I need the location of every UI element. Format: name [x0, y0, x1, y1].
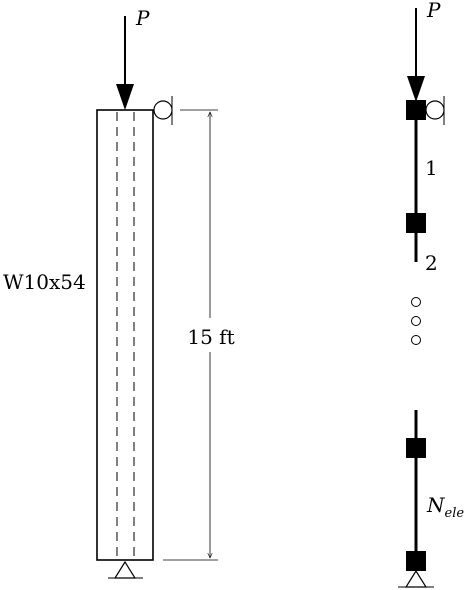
node-lower-1	[406, 438, 426, 458]
element-1-label: 1	[425, 156, 438, 180]
ellipsis-dots	[411, 297, 421, 345]
section-label: W10x54	[3, 270, 86, 294]
load-label-right: P	[426, 0, 441, 22]
roller-support-top-left	[153, 96, 173, 125]
pin-support-base-left	[108, 560, 143, 579]
node-bottom	[406, 551, 426, 571]
height-label: 15 ft	[187, 325, 234, 349]
element-2-label: 2	[425, 251, 438, 275]
load-label-left: P	[135, 6, 150, 30]
left-figure: P W10x54 15 ft	[3, 6, 235, 579]
load-arrow-right	[407, 8, 425, 102]
node-top	[406, 100, 426, 120]
node-2	[406, 213, 426, 233]
roller-support-top-right	[425, 96, 445, 125]
element-last-label-sub: ele	[445, 506, 465, 521]
element-last-label-base: N	[426, 493, 446, 517]
load-arrow-left	[116, 16, 134, 110]
pin-support-base-right	[398, 569, 434, 588]
height-dimension	[163, 109, 218, 561]
column-outline	[96, 109, 154, 561]
right-figure: P 1 2 Nele	[398, 0, 464, 588]
element-last-label: Nele	[426, 493, 464, 521]
